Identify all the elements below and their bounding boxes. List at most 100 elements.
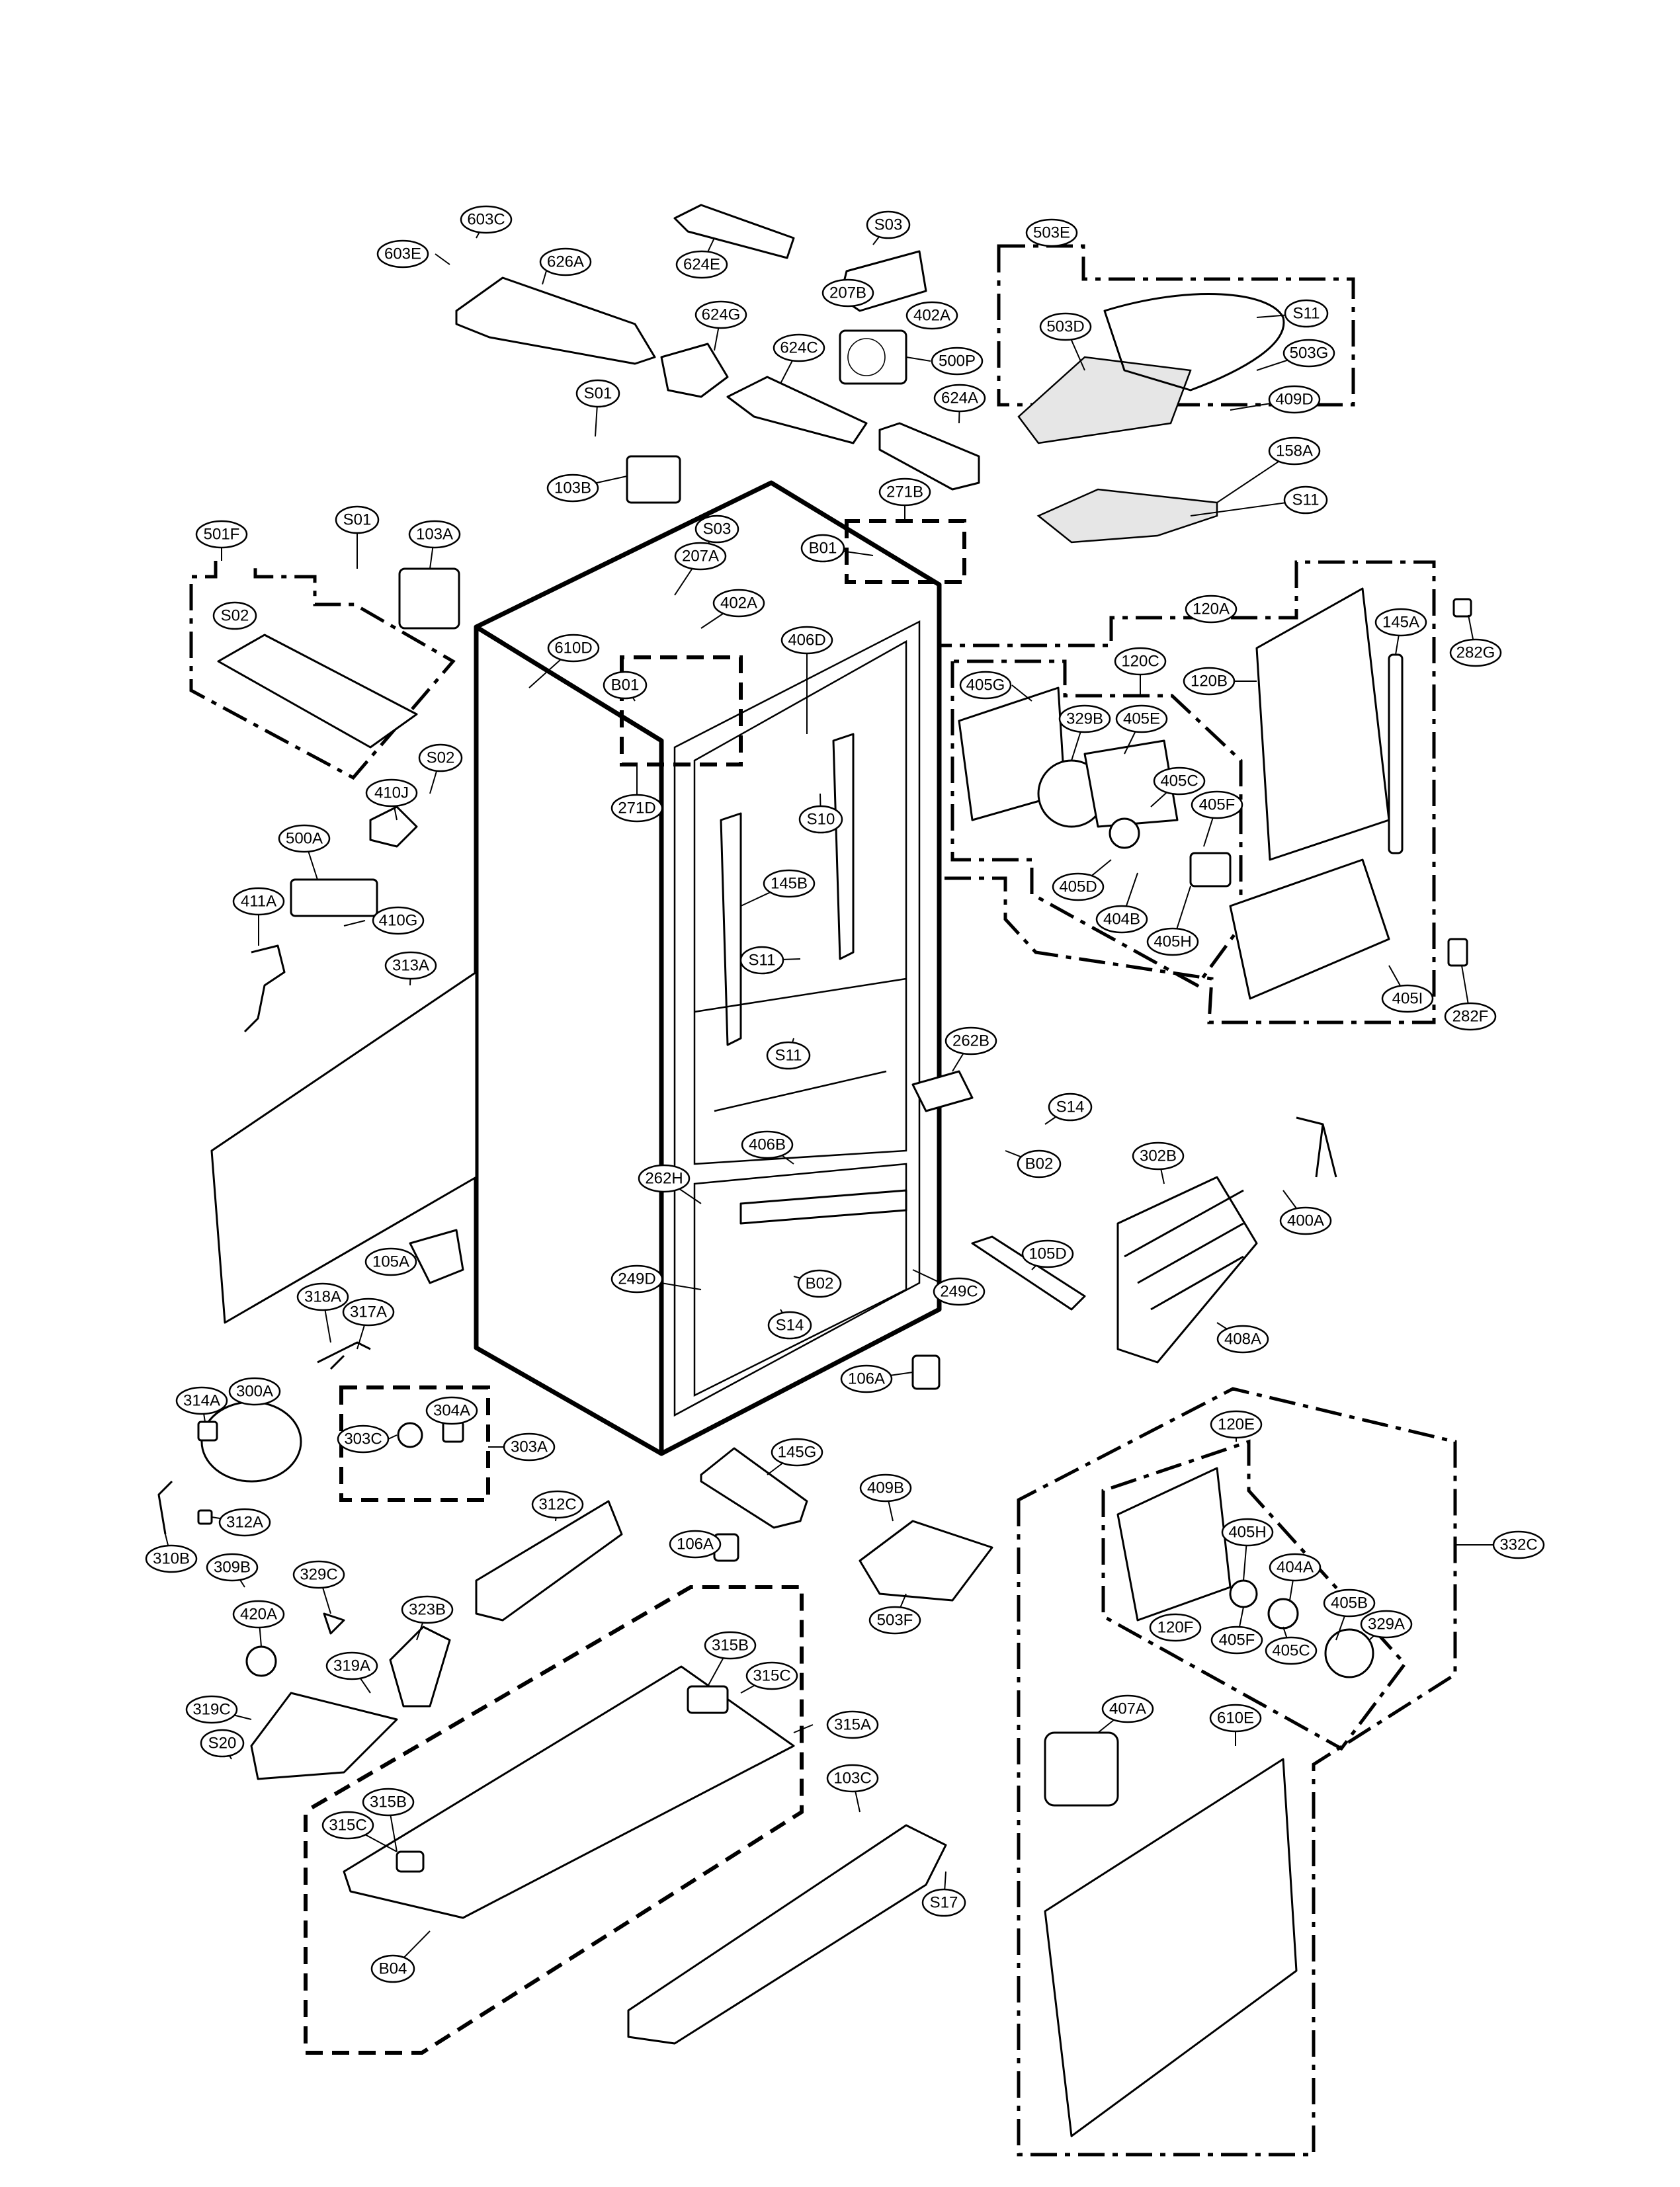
label-bubble	[1323, 1589, 1376, 1618]
label-text: 303A	[511, 1438, 548, 1456]
group-border-271B	[845, 519, 966, 584]
part-500A	[290, 878, 378, 917]
part-label-624g: 624G	[694, 300, 747, 329]
label-text: 103A	[416, 526, 453, 544]
label-text: 315B	[370, 1794, 407, 1811]
part-label-313a: 313A	[384, 951, 437, 980]
label-bubble	[704, 1631, 757, 1660]
part-label-420a: 420A	[232, 1600, 285, 1629]
part-label-610d: 610D	[547, 634, 600, 663]
label-bubble	[1095, 905, 1148, 934]
label-bubble	[401, 1595, 454, 1624]
part-312C	[475, 1500, 623, 1622]
part-302B	[1116, 1176, 1258, 1364]
part-label-406b: 406B	[741, 1130, 794, 1159]
label-text: 406B	[749, 1136, 786, 1154]
label-bubble	[1132, 1141, 1185, 1171]
part-label-103b: 103B	[546, 474, 599, 503]
part-label-s01: S01	[575, 379, 620, 408]
label-bubble	[212, 601, 257, 630]
label-text: S17	[930, 1894, 958, 1912]
label-text: S02	[427, 749, 455, 767]
label-bubble	[278, 824, 331, 853]
label-text: 610E	[1217, 1710, 1254, 1727]
part-312A	[197, 1509, 213, 1525]
label-bubble	[826, 1710, 879, 1739]
part-label-120b: 120B	[1183, 667, 1236, 696]
label-text: 271D	[618, 800, 655, 817]
label-bubble	[1101, 1694, 1154, 1723]
label-text: 302B	[1140, 1147, 1177, 1165]
label-text: 249C	[940, 1283, 978, 1301]
part-label-624a: 624A	[933, 384, 986, 413]
label-bubble	[694, 300, 747, 329]
label-bubble	[362, 1788, 415, 1817]
part-label-405e: 405E	[1115, 704, 1168, 733]
label-text: 329A	[1368, 1616, 1405, 1633]
label-bubble	[365, 778, 418, 807]
part-label-120c: 120C	[1114, 647, 1167, 676]
part-411A	[243, 944, 286, 1033]
group-border-315A	[303, 1585, 804, 2055]
part-label-409b: 409B	[859, 1473, 912, 1503]
label-bubble	[1209, 1704, 1262, 1733]
label-text: 262H	[645, 1170, 683, 1188]
part-label-120e: 120E	[1210, 1410, 1263, 1439]
label-bubble	[296, 1282, 349, 1311]
label-text: B02	[806, 1275, 834, 1293]
part-label-262b: 262B	[945, 1026, 997, 1055]
part-405H	[1229, 1579, 1258, 1608]
label-text: 402A	[913, 307, 950, 325]
label-text: 408A	[1224, 1331, 1261, 1348]
part-label-405d: 405D	[1052, 872, 1105, 901]
label-text: 282G	[1456, 644, 1495, 662]
part-label-312c: 312C	[531, 1490, 584, 1519]
label-text: 405F	[1199, 796, 1236, 814]
group-border-501F	[189, 561, 456, 780]
label-text: 405E	[1123, 710, 1160, 728]
label-bubble	[741, 1130, 794, 1159]
label-bubble	[1185, 595, 1238, 624]
label-text: 405C	[1160, 772, 1198, 790]
label-bubble	[712, 589, 765, 618]
part-label-103c: 103C	[826, 1764, 879, 1793]
part-label-329b: 329B	[1058, 704, 1111, 733]
label-bubble	[195, 520, 248, 549]
part-label-503d: 503D	[1039, 312, 1092, 341]
part-label-249c: 249C	[933, 1277, 986, 1306]
label-text: 303C	[344, 1430, 382, 1448]
part-label-500p: 500P	[931, 347, 984, 376]
label-bubble	[503, 1432, 556, 1462]
part-503D	[1017, 356, 1192, 444]
part-label-610e: 610E	[1209, 1704, 1262, 1733]
label-bubble	[959, 671, 1012, 700]
label-bubble	[1210, 1410, 1263, 1439]
label-bubble	[766, 1041, 811, 1070]
label-bubble	[384, 951, 437, 980]
part-label-s03: S03	[866, 210, 911, 239]
label-bubble	[1265, 1636, 1318, 1665]
label-text: 106A	[677, 1536, 714, 1553]
label-text: 105A	[372, 1253, 409, 1271]
label-bubble	[1210, 1626, 1263, 1655]
part-label-271d: 271D	[610, 794, 663, 823]
label-bubble	[1058, 704, 1111, 733]
label-bubble	[821, 278, 874, 308]
part-label-300a: 300A	[228, 1377, 281, 1406]
label-text: 207B	[829, 284, 866, 302]
label-bubble	[1282, 339, 1335, 368]
part-label-106a: 106A	[840, 1364, 893, 1393]
label-bubble	[921, 1888, 966, 1917]
label-text: 503G	[1290, 345, 1329, 362]
part-label-b01: B01	[800, 534, 845, 563]
label-bubble	[1381, 984, 1434, 1013]
label-bubble	[1048, 1093, 1093, 1122]
label-bubble	[669, 1530, 722, 1559]
part-503G	[1103, 293, 1285, 392]
part-label-303a: 303A	[503, 1432, 556, 1462]
part-319A	[250, 1692, 398, 1780]
part-label-304a: 304A	[425, 1396, 478, 1425]
part-label-145a: 145A	[1374, 608, 1427, 637]
label-text: 105D	[1029, 1245, 1066, 1263]
